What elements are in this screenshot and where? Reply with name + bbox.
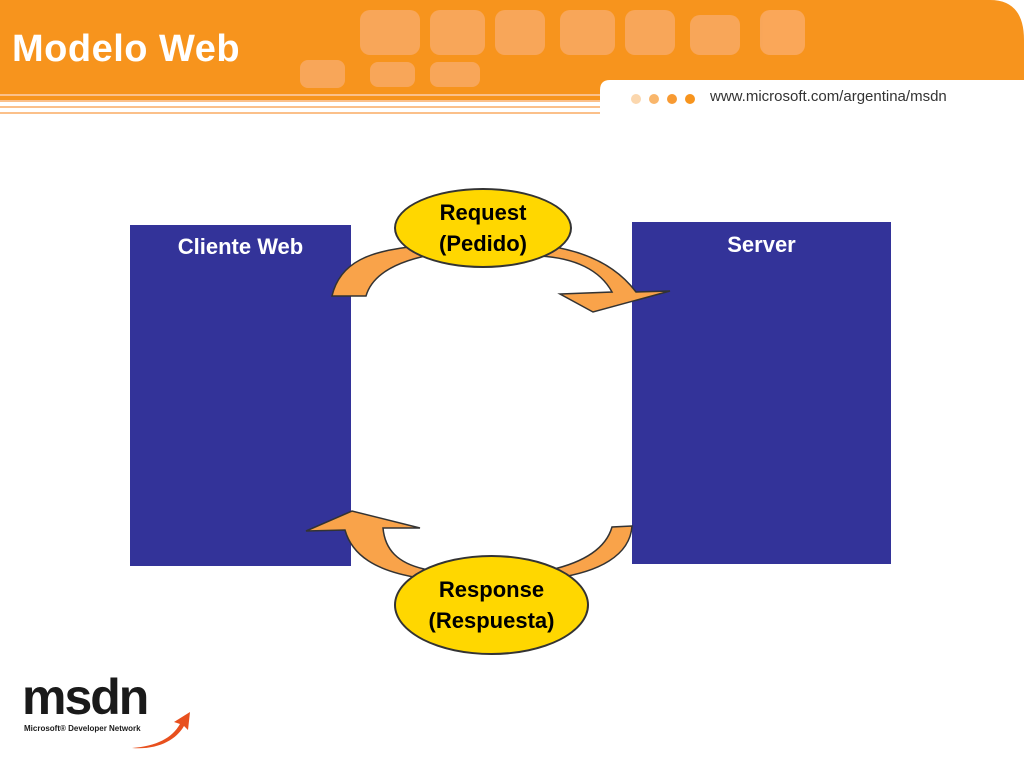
header-banner: Modelo Web www.microsoft.com/argentina/m… [0,0,1024,118]
msdn-tagline: Microsoft® Developer Network [24,724,141,733]
request-arrow-right [538,245,671,313]
logo-swoosh-icon [132,712,190,749]
page-title: Modelo Web [12,28,241,70]
response-arrow-left [305,510,426,579]
server-label: Server [727,232,796,257]
client-box: Cliente Web [130,225,351,566]
request-label: Request [439,200,527,225]
response-ellipse: Response (Respuesta) [394,555,589,655]
msdn-logo: msdn Microsoft® Developer Network [22,669,192,750]
request-ellipse: Request (Pedido) [394,188,572,268]
server-box: Server [632,222,891,564]
site-url: www.microsoft.com/argentina/msdn [710,88,947,105]
request-sub-label: (Pedido) [439,231,527,256]
response-sub-label: (Respuesta) [428,608,555,633]
client-label: Cliente Web [177,234,304,259]
response-label: Response [438,577,545,602]
msdn-logo-text: msdn [22,669,149,725]
header-background [0,0,1024,118]
